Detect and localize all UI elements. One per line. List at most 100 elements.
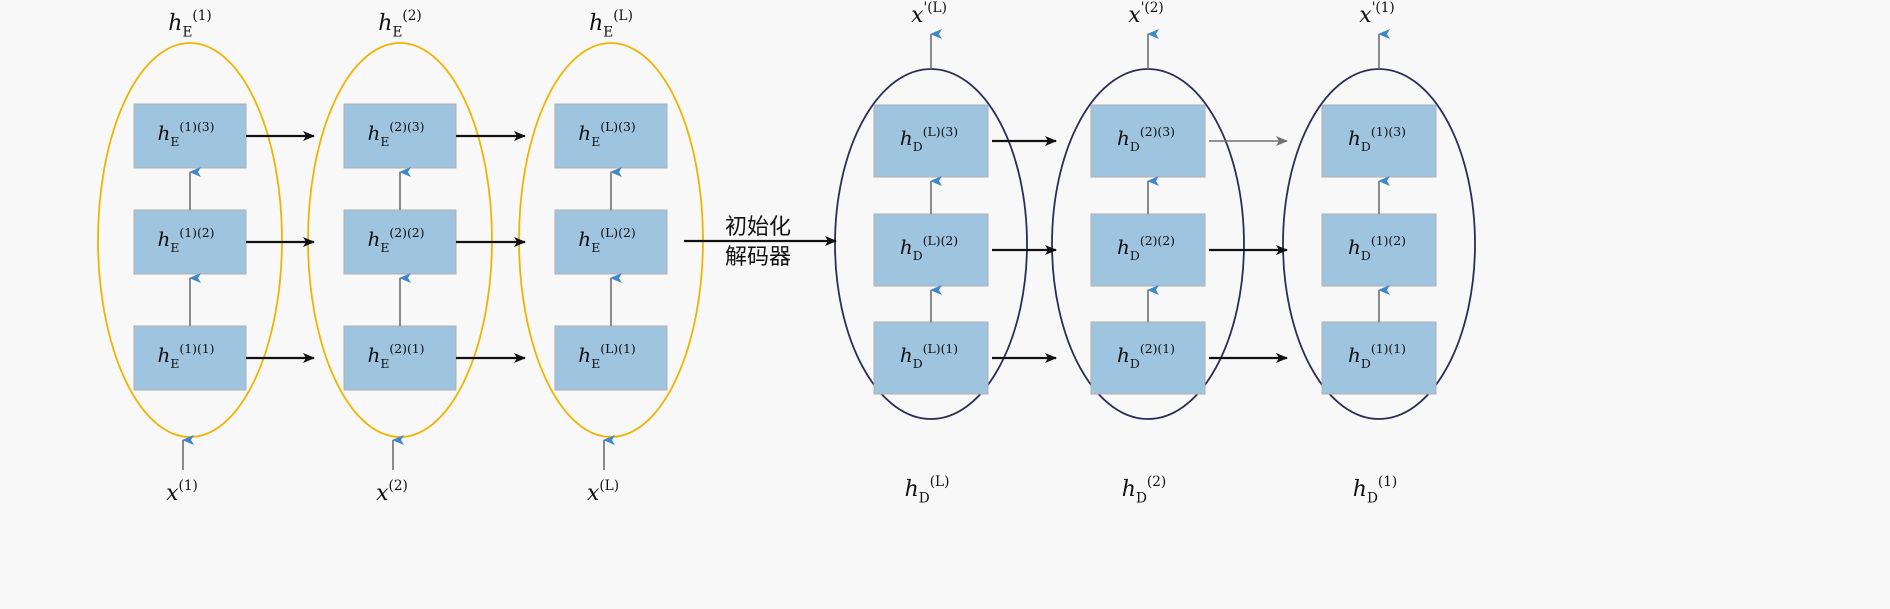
decoder-cell-label-sub: D [1361,248,1371,263]
decoder-cell-label-sup: (L)(3) [923,124,958,139]
encoder-cell-label: hE(L)(1) [578,341,635,371]
decoder-cell-box [1090,321,1206,395]
decoder-cell-label-sup: (2)(2) [1140,233,1175,248]
decoder-cell-label-sup: (1)(3) [1371,124,1406,139]
encoder-cell-box [343,209,457,275]
encoder-state-label-base: h [168,11,182,36]
decoder-state-label-base: h [905,477,919,502]
decoder-cell-box [873,321,989,395]
encoder-cell-label: hE(2)(1) [367,341,424,371]
encoder-cell-label: hE(1)(1) [157,341,214,371]
decoder-cell-label: hD(L)(3) [900,124,958,154]
encoder-cell-label-base: h [578,343,591,367]
decoder-cell-label-base: h [900,235,913,259]
decoder-cell-label-base: h [1348,126,1361,150]
encoder-cell-label-sup: (L)(2) [600,225,635,240]
decoder-output-label-base: x [1359,3,1372,28]
encoder-cell-label: hE(2)(3) [367,119,424,149]
encoder-state-label-sub: E [182,25,192,41]
encoder-cell-label-sub: E [170,240,179,255]
encoder-cell-label-base: h [367,121,380,145]
decoder-cell-label-sup: (L)(2) [923,233,958,248]
encoder-cell-label-sup: (L)(1) [600,341,635,356]
encoder-cell-label-sub: E [380,134,389,149]
decoder-state-label-sup: (1) [1378,474,1397,490]
decoder-cell-label-sup: (2)(1) [1140,341,1175,356]
decoder-cell-label: hD(L)(1) [900,341,958,371]
encoder-cell-label-sup: (2)(1) [389,341,424,356]
decoder-cell-box [1321,321,1437,395]
encoder-state-label-sup: (1) [192,8,211,24]
decoder-cell-label-base: h [1117,126,1130,150]
encoder-state-label-sup: (2) [402,8,421,24]
decoder-cell-label: hD(L)(2) [900,233,958,263]
decoder-state-label-sub: D [1136,491,1147,507]
encoder-cell-label-base: h [367,343,380,367]
decoder-cell-label-base: h [1348,235,1361,259]
decoder-cell-box [1090,213,1206,287]
decoder-cell-label-sub: D [1130,139,1140,154]
decoder-cell-label-base: h [1348,343,1361,367]
encoder-cell-label-base: h [157,343,170,367]
bridge-label-line1: 初始化 [725,215,791,240]
decoder-cell-label-sub: D [1361,356,1371,371]
encoder-cell-box [554,209,668,275]
encoder-state-label-base: h [378,11,392,36]
encoder-state-label: hE(2) [378,8,421,41]
encoder-cell-label-sup: (2)(3) [389,119,424,134]
decoder-cell-label: hD(2)(3) [1117,124,1175,154]
decoder-cell-label: hD(2)(2) [1117,233,1175,263]
encoder-input-label: x(L) [587,478,619,506]
encoder-cell-box [554,103,668,169]
decoder-cell-label-sup: (1)(2) [1371,233,1406,248]
encoder-input-label-base: x [166,481,179,506]
decoder-cell-label: hD(1)(2) [1348,233,1406,263]
encoder-input-label: x(2) [376,478,408,506]
decoder-output-label: x'(1) [1359,0,1394,28]
encoder-state-label: hE(L) [589,8,633,41]
encoder-state-label-base: h [589,11,603,36]
encoder-cell-label: hE(2)(2) [367,225,424,255]
encoder-cell-box [133,209,247,275]
encoder-cell-label: hE(1)(3) [157,119,214,149]
encoder-cell-label-sup: (2)(2) [389,225,424,240]
encoder-cell-box [554,325,668,391]
decoder-cell-label-sup: (1)(1) [1371,341,1406,356]
encoder-cell-label-sub: E [591,134,600,149]
encoder-state-label-sub: E [392,25,402,41]
decoder-cell-box [1090,104,1206,178]
encoder-input-label-sup: (L) [599,478,619,494]
encoder-input-label-base: x [587,481,600,506]
decoder-cell-label: hD(2)(1) [1117,341,1175,371]
encoder-cell-label: hE(L)(3) [578,119,635,149]
decoder-cell-label-base: h [900,343,913,367]
decoder-cell-label: hD(1)(1) [1348,341,1406,371]
encoder-input-label-sup: (2) [389,478,408,494]
encoder-cell-label-sup: (1)(3) [179,119,214,134]
encoder-cell-label-sub: E [380,240,389,255]
encoder-cell-label-sup: (1)(1) [179,341,214,356]
decoder-output-label: x'(L) [911,0,947,28]
bridge-label-line2: 解码器 [725,245,791,270]
decoder-cell-box [873,213,989,287]
encoder-cell-label-base: h [578,121,591,145]
encoder-cell-label-sub: E [170,356,179,371]
decoder-state-label: hD(2) [1122,474,1166,507]
decoder-cell-label-sub: D [913,248,923,263]
encoder-input-label-sup: (1) [179,478,198,494]
encoder-cell-label-sub: E [591,240,600,255]
decoder-output-label-base: x [911,3,924,28]
encoder-cell-label-sup: (L)(3) [600,119,635,134]
decoder-output-label: x'(2) [1128,0,1163,28]
encoder-cell-label-sub: E [380,356,389,371]
decoder-cell-label: hD(1)(3) [1348,124,1406,154]
encoder-state-label: hE(1) [168,8,211,41]
decoder-output-label-base: x [1128,3,1141,28]
decoder-cell-box [1321,213,1437,287]
decoder-state-label-sub: D [1367,491,1378,507]
encoder-cell-label: hE(1)(2) [157,225,214,255]
encoder-cell-box [133,325,247,391]
decoder-output-label-sup: '(L) [923,0,946,16]
